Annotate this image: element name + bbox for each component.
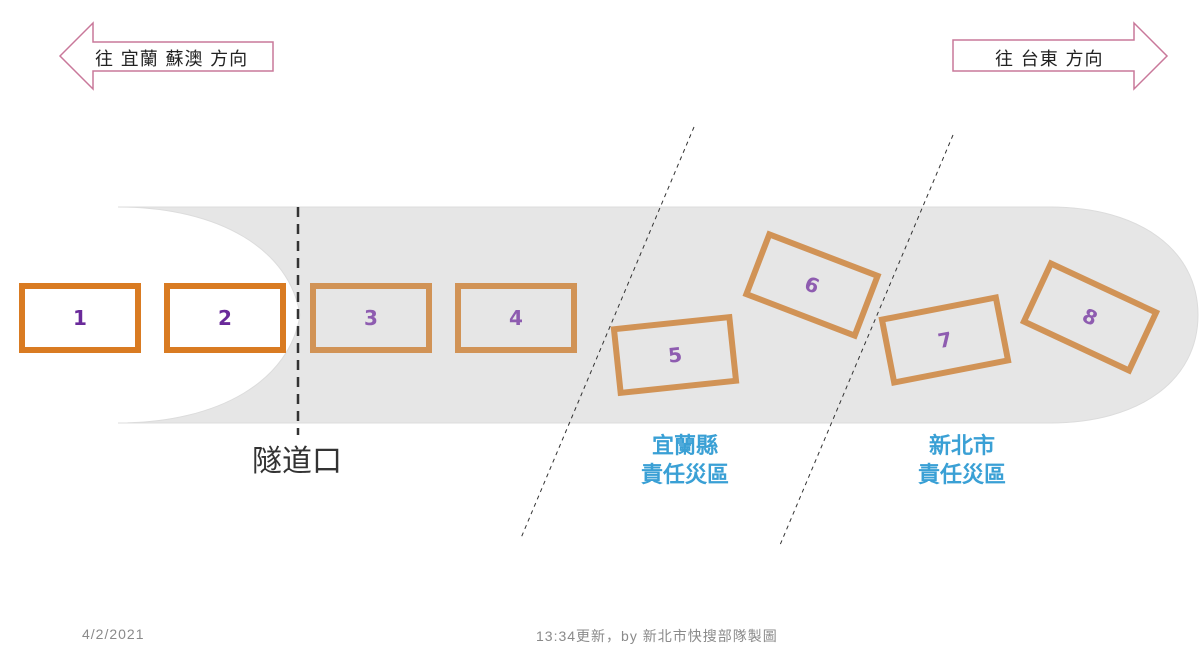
car-4: 4 bbox=[455, 283, 577, 353]
zone-boundary-newtaipei bbox=[779, 134, 954, 546]
car-1: 1 bbox=[19, 283, 141, 353]
zone-sub: 責任災區 bbox=[640, 463, 729, 488]
car-6: 6 bbox=[742, 230, 882, 340]
zone-name: 宜蘭縣 bbox=[651, 434, 718, 459]
zone-boundary-yilan bbox=[520, 126, 695, 539]
zone-sub: 責任災區 bbox=[917, 463, 1006, 488]
car-number: 2 bbox=[218, 306, 232, 330]
right-arrow-label: 往 台東 方向 bbox=[995, 49, 1104, 70]
zone-label-newtaipei: 新北市 責任災區 bbox=[907, 432, 1017, 490]
left-arrow-label: 往 宜蘭 蘇澳 方向 bbox=[95, 49, 249, 70]
car-number: 7 bbox=[936, 327, 954, 353]
car-number: 1 bbox=[73, 306, 87, 330]
car-number: 5 bbox=[667, 342, 683, 367]
left-direction-arrow bbox=[58, 21, 274, 91]
car-number: 3 bbox=[364, 306, 378, 330]
car-2: 2 bbox=[164, 283, 286, 353]
tunnel-entrance-label: 隧道口 bbox=[252, 444, 342, 479]
footer-date: 4/2/2021 bbox=[82, 626, 145, 642]
car-3: 3 bbox=[310, 283, 432, 353]
car-5: 5 bbox=[610, 313, 740, 397]
car-number: 4 bbox=[509, 306, 523, 330]
car-7: 7 bbox=[878, 294, 1012, 386]
car-8: 8 bbox=[1019, 259, 1161, 375]
zone-name: 新北市 bbox=[928, 434, 995, 459]
footer-credit: 13:34更新，by 新北市快搜部隊製圖 bbox=[536, 628, 778, 644]
zone-label-yilan: 宜蘭縣 責任災區 bbox=[630, 432, 740, 490]
right-direction-arrow bbox=[952, 21, 1169, 91]
